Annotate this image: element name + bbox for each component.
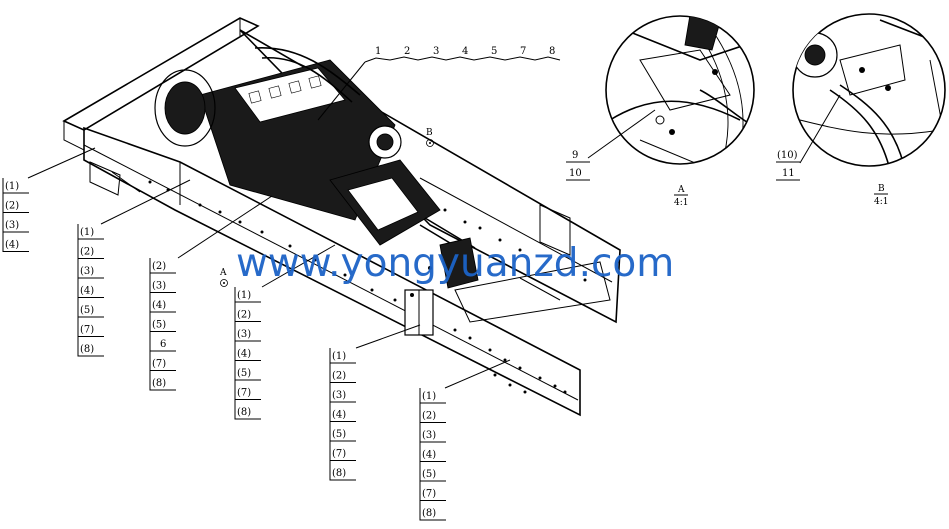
detail-b-label-10: (10) — [777, 150, 798, 161]
callout-e-item: (2) — [422, 411, 436, 422]
callout-b-item: (7) — [152, 359, 166, 370]
callout-list-d: (1) (2) (3) (4) (5) (7) (8) — [329, 348, 356, 481]
callout-c-item: (4) — [237, 349, 251, 360]
chassis-frame-drawing: A B — [62, 17, 621, 417]
callout-c-item: (8) — [237, 407, 251, 418]
callout-d-item: (3) — [332, 390, 346, 401]
callout-list-b: (2) (3) (4) (5) 6 (7) (8) — [149, 258, 176, 391]
legend-item-3: 3 — [433, 46, 439, 57]
legend-item-2: 2 — [404, 46, 410, 57]
callout-list-e: (1) (2) (3) (4) (5) (7) (8) — [419, 388, 446, 521]
callout-e-item: (8) — [422, 508, 436, 519]
detail-b-scale: 4:1 — [874, 197, 888, 207]
detail-b-title: B — [878, 184, 885, 194]
callout-a-item: (1) — [80, 227, 94, 238]
callout-list-c: (1) (2) (3) (4) (5) (7) (8) — [234, 287, 261, 420]
callout-list-left: (1) (2) (3) (4) — [2, 178, 29, 252]
detail-a-title: A — [677, 185, 685, 195]
callout-e-item: (7) — [422, 489, 436, 500]
callout-d-item: (7) — [332, 449, 346, 460]
callout-left-item: (1) — [5, 181, 19, 192]
callout-d-item: (5) — [332, 429, 346, 440]
watermark: www.yongyuanzd.com — [236, 241, 674, 286]
callout-e-item: (3) — [422, 430, 436, 441]
callout-c-item: (7) — [237, 388, 251, 399]
legend-item-5: 5 — [491, 46, 497, 57]
callout-b-item: (4) — [152, 300, 166, 311]
callout-d-item: (4) — [332, 410, 346, 421]
legend-item-7: 7 — [520, 46, 526, 57]
detail-a-label-10: 10 — [569, 168, 582, 179]
detail-view-b: (10) 11 B 4:1 — [776, 13, 946, 207]
callout-c-item: (1) — [237, 290, 251, 301]
callout-b-item: (3) — [152, 281, 166, 292]
callout-a-item: (3) — [80, 266, 94, 277]
callout-b-item: (8) — [152, 378, 166, 389]
rivet-holes — [148, 180, 587, 394]
callout-e-item: (4) — [422, 450, 436, 461]
callout-c-item: (3) — [237, 329, 251, 340]
callout-c-item: (2) — [237, 310, 251, 321]
callout-d-item: (2) — [332, 371, 346, 382]
legend-item-1: 1 — [375, 46, 381, 57]
callout-e-item: (1) — [422, 391, 436, 402]
legend-item-4: 4 — [462, 46, 468, 57]
legend-item-8: 8 — [549, 46, 555, 57]
detail-a-label-9: 9 — [572, 150, 578, 161]
detail-view-a: 9 10 A 4:1 — [566, 15, 755, 208]
callout-b-item: (2) — [152, 261, 166, 272]
callout-a-item: (5) — [80, 305, 94, 316]
view-marker-b: B — [426, 128, 434, 147]
svg-text:A: A — [219, 268, 227, 278]
callout-e-item: (5) — [422, 469, 436, 480]
svg-text:B: B — [426, 128, 433, 138]
callout-left-item: (2) — [5, 201, 19, 212]
leader-lines — [27, 147, 511, 389]
callout-d-item: (8) — [332, 468, 346, 479]
detail-a-scale: 4:1 — [674, 198, 688, 208]
callout-a-item: (4) — [80, 286, 94, 297]
callout-a-item: (8) — [80, 344, 94, 355]
callout-b-item: (5) — [152, 320, 166, 331]
callout-left-item: (4) — [5, 240, 19, 251]
callout-b-item: 6 — [160, 339, 166, 350]
callout-c-item: (5) — [237, 368, 251, 379]
top-legend: 1 2 3 4 5 7 8 — [317, 46, 561, 121]
callout-a-item: (7) — [80, 325, 94, 336]
callout-a-item: (2) — [80, 247, 94, 258]
view-marker-a: A — [219, 268, 228, 287]
callout-d-item: (1) — [332, 351, 346, 362]
callout-left-item: (3) — [5, 220, 19, 231]
detail-b-label-11: 11 — [782, 168, 795, 179]
callout-list-a: (1) (2) (3) (4) (5) (7) (8) — [77, 224, 104, 357]
